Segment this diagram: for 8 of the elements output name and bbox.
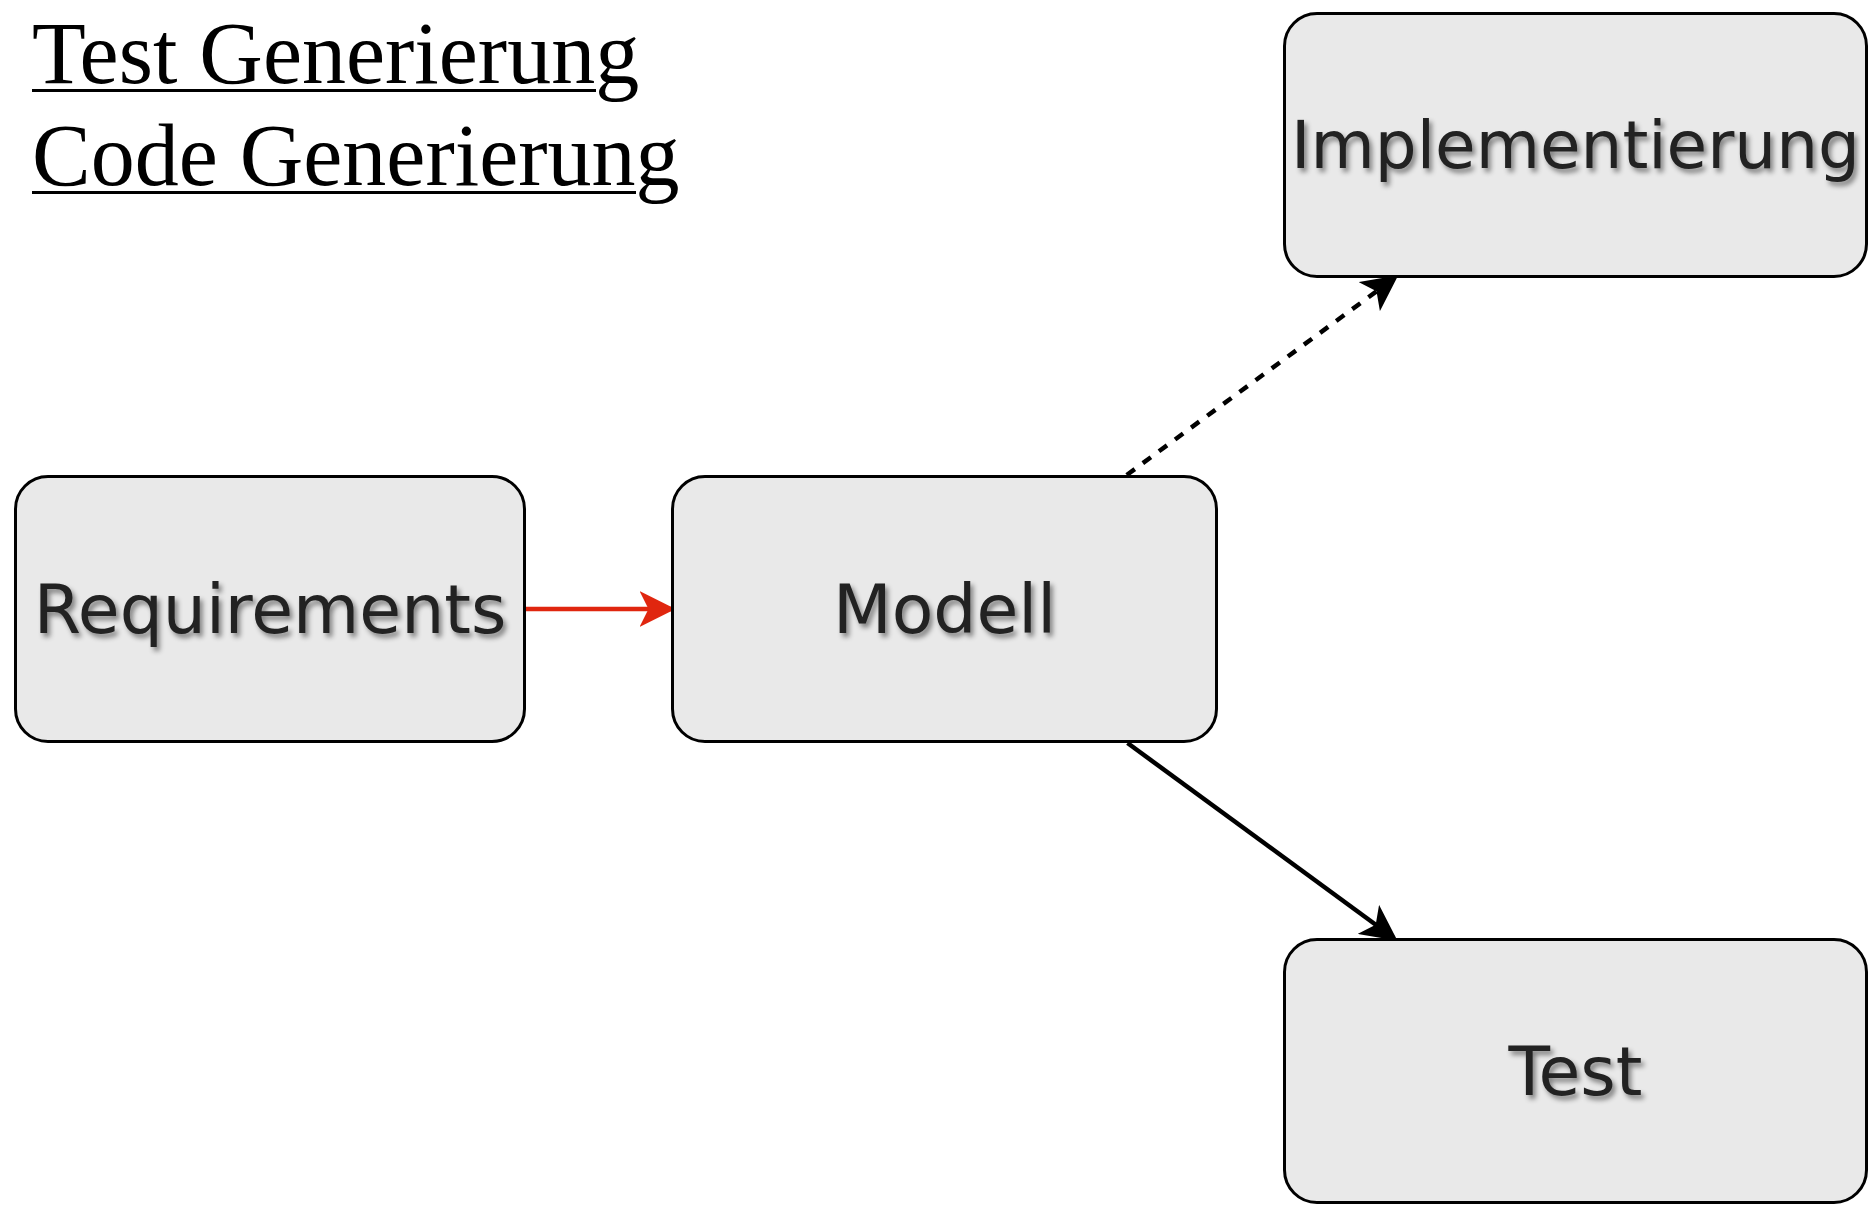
box-label: Test [1508,1031,1643,1111]
process-box [671,475,1218,743]
box-label: Implementierung [1291,106,1860,184]
process-box [14,475,526,743]
box-label: Modell [832,569,1057,649]
process-box [1283,938,1868,1204]
process-box [1283,12,1868,278]
box-label: Requirements [33,569,507,649]
